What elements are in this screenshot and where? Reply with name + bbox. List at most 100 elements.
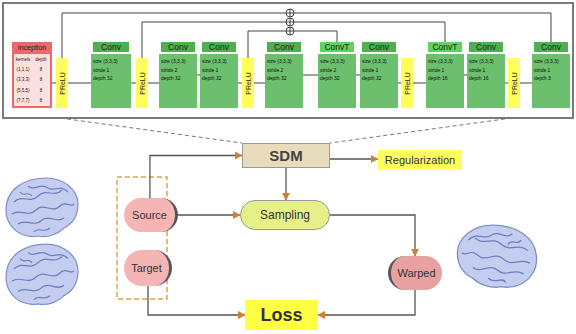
layer-parameter: depth 32	[320, 74, 354, 83]
inception-block: Inceptionkernelsdepth(1,1,1)8(3,3,3)8(5,…	[12, 42, 52, 108]
layer-parameter: depth 3	[534, 74, 568, 83]
figure-part	[286, 27, 294, 35]
table-cell: 8	[40, 67, 43, 72]
layer-parameter: stride 1	[469, 66, 503, 75]
layer-parameter: stride 1	[362, 66, 396, 75]
node-label: Loss	[260, 305, 302, 326]
figure-part	[286, 18, 294, 26]
activation-name: PReLU	[59, 72, 66, 95]
figure-part	[286, 9, 294, 35]
regularization-box: Regularization	[378, 150, 462, 170]
node-label: Sampling	[260, 208, 310, 222]
layer-name: Conv	[101, 42, 121, 52]
block-body: size (3,3,3)stride 1depth 32	[200, 54, 238, 108]
convt-block: ConvT size (3,3,3)stride 1depth 16	[426, 42, 464, 108]
connector	[68, 83, 91, 84]
layer-name: Conv	[369, 42, 389, 52]
node-label: Target	[131, 262, 162, 274]
brain-image	[6, 178, 78, 237]
conv-block: Conv size (3,3,3)stride 1depth 3	[532, 42, 570, 108]
node-label: Regularization	[385, 154, 455, 166]
figure-part	[286, 27, 294, 35]
conv-block: Conv size (3,3,3)stride 1depth 16	[467, 42, 505, 108]
add-symbol	[286, 27, 294, 35]
block-header: Conv	[469, 42, 503, 52]
activation-name: PReLU	[511, 72, 518, 95]
connector	[62, 13, 551, 58]
block-header: Conv	[267, 42, 301, 52]
network-panel	[3, 3, 573, 118]
connector	[330, 215, 415, 256]
block-header: Conv	[534, 42, 568, 52]
conv-block: Convsize (3,3,3)stride 2depth 32	[159, 42, 197, 108]
figure-part	[286, 9, 294, 17]
connector	[148, 286, 245, 315]
layer-parameter: depth 16	[469, 74, 503, 83]
block-header: ConvT	[428, 42, 462, 52]
block-body: size (3,3,3)stride 1depth 16	[467, 54, 505, 108]
connector	[520, 83, 532, 84]
connector	[285, 168, 286, 200]
block-body: size (3,3,3)stride 1depth 32	[360, 54, 398, 108]
layer-name: Conv	[168, 42, 188, 52]
brain-image	[457, 225, 536, 287]
prelu-block: PReLU	[136, 58, 148, 108]
node-label: Warped	[397, 267, 435, 279]
block-body: size (3,3,3)stride 2depth 32	[265, 54, 303, 108]
layer-parameter: depth 32	[267, 74, 301, 83]
loss-box: Loss	[245, 300, 318, 330]
activation-name: PReLU	[404, 72, 411, 95]
connector	[148, 83, 159, 84]
convt-block: ConvT size (3,3,3)stride 2depth 32	[318, 42, 356, 108]
block-body: size (3,3,3)stride 1depth 3	[532, 54, 570, 108]
sdm-box: SDM	[242, 143, 330, 168]
layer-parameter: size (3,3,3)	[202, 57, 236, 66]
source-node: Source	[124, 198, 178, 232]
table-cell: depth	[35, 57, 46, 62]
figure-part	[52, 13, 551, 315]
block-body: size (3,3,3)stride 1depth 16	[426, 54, 464, 108]
prelu-block: PReLU	[401, 58, 413, 108]
add-symbol	[286, 18, 294, 26]
layer-name: Conv	[274, 42, 294, 52]
brain-image	[6, 244, 78, 304]
layer-name: Conv	[541, 42, 561, 52]
conv-block: Conv size (3,3,3)stride 1depth 32	[91, 42, 131, 108]
layer-parameter: stride 1	[428, 66, 462, 75]
zoom-line	[60, 118, 242, 143]
node-label: SDM	[269, 147, 302, 164]
warped-node: Warped	[388, 256, 442, 290]
layer-parameter: size (3,3,3)	[93, 57, 129, 66]
connector	[178, 214, 240, 215]
connector	[142, 22, 445, 58]
figure-part	[286, 18, 294, 26]
block-header: Conv	[161, 42, 195, 52]
block-body: size (3,3,3)stride 1depth 32	[91, 54, 131, 108]
layer-parameter: stride 1	[93, 66, 129, 75]
connector	[318, 290, 415, 315]
node-label: Source	[132, 209, 167, 221]
block-header: Conv	[93, 42, 129, 52]
block-header: Conv	[362, 42, 396, 52]
prelu-block: PReLU	[508, 58, 520, 108]
layer-parameter: depth 32	[93, 74, 129, 83]
activation-name: PReLU	[245, 72, 252, 95]
connector	[254, 83, 265, 84]
table-cell: (1,1,1)	[16, 67, 29, 72]
layer-parameter: stride 2	[267, 66, 301, 75]
layer-parameter: depth 32	[362, 74, 396, 83]
layer-parameter: stride 2	[320, 66, 354, 75]
layer-name: Conv	[476, 42, 496, 52]
table-cell: (7,7,7)	[16, 98, 29, 103]
conv-block: Conv size (3,3,3)stride 1depth 32	[360, 42, 398, 108]
layer-name: ConvT	[324, 42, 349, 52]
layer-parameter: depth 32	[161, 74, 195, 83]
block-body: size (3,3,3)stride 2depth 32	[318, 54, 356, 108]
layer-parameter: size (3,3,3)	[362, 57, 396, 66]
layer-parameter: depth 32	[202, 74, 236, 83]
table-cell: 8	[40, 77, 43, 82]
conv-block: Convsize (3,3,3)stride 1depth 32	[200, 42, 238, 108]
target-node: Target	[124, 250, 172, 286]
table-cell: kernels	[16, 57, 31, 62]
